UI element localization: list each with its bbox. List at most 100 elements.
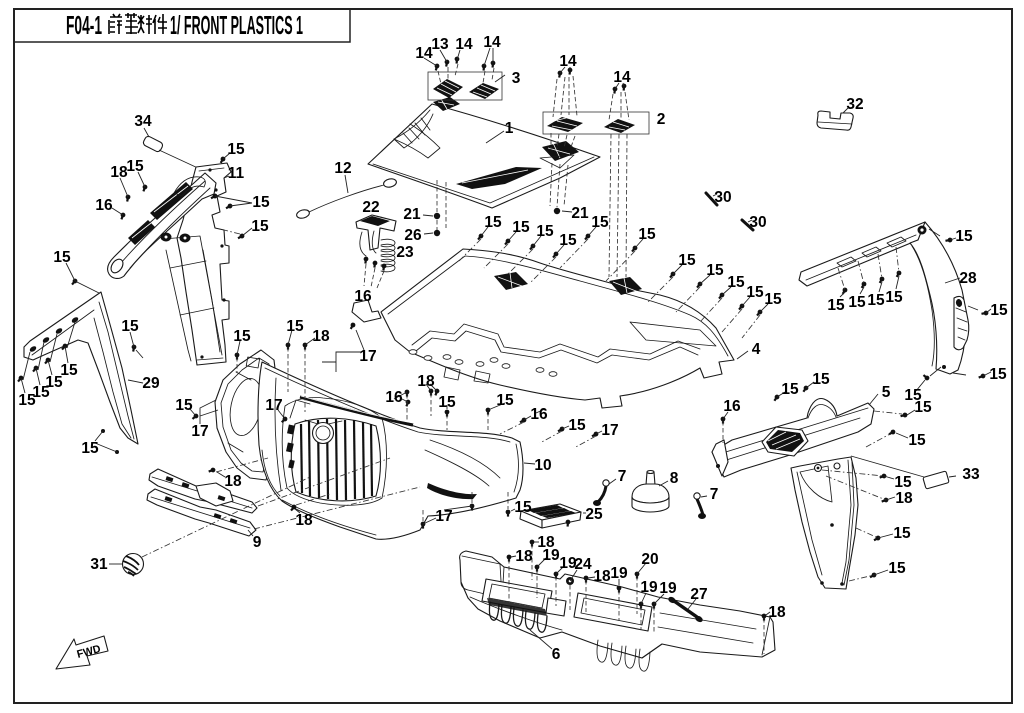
svg-text:14: 14	[415, 45, 433, 62]
svg-text:1/ FRONT PLASTICS 1: 1/ FRONT PLASTICS 1	[170, 10, 303, 40]
svg-text:19: 19	[659, 580, 677, 597]
svg-text:15: 15	[559, 232, 577, 249]
svg-text:15: 15	[60, 362, 78, 379]
svg-text:15: 15	[893, 525, 911, 542]
svg-text:15: 15	[955, 228, 973, 245]
svg-text:15: 15	[914, 399, 932, 416]
svg-text:18: 18	[593, 568, 611, 585]
svg-text:15: 15	[812, 371, 830, 388]
svg-text:14: 14	[483, 34, 501, 51]
svg-text:15: 15	[126, 158, 144, 175]
svg-text:17: 17	[601, 422, 618, 439]
svg-text:15: 15	[848, 294, 866, 311]
svg-text:19: 19	[640, 579, 658, 596]
svg-text:7: 7	[618, 468, 627, 485]
svg-text:15: 15	[904, 387, 922, 404]
svg-text:15: 15	[227, 141, 245, 158]
svg-text:14: 14	[559, 53, 577, 70]
svg-text:19: 19	[610, 565, 628, 582]
svg-text:3: 3	[512, 70, 521, 87]
svg-text:17: 17	[435, 508, 452, 525]
svg-text:28: 28	[959, 270, 977, 287]
svg-text:21: 21	[571, 205, 589, 222]
svg-text:8: 8	[670, 470, 679, 487]
svg-text:16: 16	[354, 288, 372, 305]
svg-text:18: 18	[515, 548, 533, 565]
svg-text:18: 18	[537, 534, 555, 551]
svg-text:34: 34	[134, 113, 152, 130]
svg-text:16: 16	[530, 406, 548, 423]
svg-text:11: 11	[228, 165, 245, 182]
svg-text:15: 15	[484, 214, 502, 231]
svg-text:15: 15	[888, 560, 906, 577]
svg-text:25: 25	[585, 506, 603, 523]
svg-text:15: 15	[536, 223, 554, 240]
svg-text:14: 14	[613, 69, 631, 86]
svg-text:15: 15	[252, 194, 270, 211]
svg-text:15: 15	[746, 284, 764, 301]
svg-text:15: 15	[438, 394, 456, 411]
svg-text:15: 15	[233, 328, 251, 345]
svg-text:15: 15	[894, 474, 912, 491]
svg-text:1: 1	[505, 120, 514, 137]
svg-text:15: 15	[867, 292, 885, 309]
svg-text:17: 17	[359, 348, 376, 365]
svg-text:15: 15	[885, 289, 903, 306]
svg-text:30: 30	[749, 214, 766, 231]
svg-text:4: 4	[752, 341, 761, 358]
svg-text:15: 15	[45, 374, 63, 391]
svg-text:15: 15	[781, 381, 799, 398]
svg-text:15: 15	[286, 318, 304, 335]
svg-text:24: 24	[574, 556, 592, 573]
svg-text:17: 17	[265, 397, 282, 414]
svg-text:15: 15	[175, 397, 193, 414]
svg-text:15: 15	[990, 302, 1008, 319]
svg-text:18: 18	[312, 328, 330, 345]
svg-text:15: 15	[121, 318, 139, 335]
svg-text:15: 15	[32, 384, 50, 401]
svg-text:15: 15	[81, 440, 99, 457]
svg-text:17: 17	[191, 423, 208, 440]
svg-text:13: 13	[431, 36, 449, 53]
svg-text:15: 15	[989, 366, 1007, 383]
svg-text:15: 15	[568, 417, 586, 434]
svg-text:15: 15	[514, 499, 532, 516]
svg-text:2: 2	[657, 111, 666, 128]
svg-text:6: 6	[552, 646, 561, 663]
svg-text:20: 20	[641, 551, 658, 568]
svg-text:18: 18	[110, 164, 128, 181]
svg-text:21: 21	[403, 206, 421, 223]
svg-text:19: 19	[559, 555, 577, 572]
svg-text:15: 15	[591, 214, 609, 231]
svg-text:14: 14	[455, 36, 473, 53]
svg-text:10: 10	[534, 457, 551, 474]
svg-text:16: 16	[385, 389, 403, 406]
svg-text:32: 32	[846, 96, 863, 113]
svg-text:30: 30	[714, 189, 731, 206]
svg-text:15: 15	[53, 249, 71, 266]
svg-text:18: 18	[224, 473, 242, 490]
svg-text:18: 18	[895, 490, 913, 507]
svg-text:26: 26	[404, 227, 422, 244]
svg-text:15: 15	[18, 392, 36, 409]
svg-text:15: 15	[678, 252, 696, 269]
svg-text:23: 23	[396, 244, 414, 261]
svg-text:7: 7	[710, 486, 719, 503]
svg-text:27: 27	[690, 586, 707, 603]
svg-text:16: 16	[723, 398, 741, 415]
svg-text:5: 5	[882, 384, 891, 401]
svg-text:29: 29	[142, 375, 160, 392]
svg-text:33: 33	[962, 466, 980, 483]
svg-text:9: 9	[253, 534, 262, 551]
svg-text:19: 19	[542, 547, 560, 564]
svg-text:12: 12	[334, 160, 351, 177]
svg-text:F04-1: F04-1	[66, 10, 102, 40]
svg-text:15: 15	[496, 392, 514, 409]
svg-text:22: 22	[362, 199, 379, 216]
svg-text:15: 15	[706, 262, 724, 279]
svg-text:18: 18	[417, 373, 435, 390]
svg-text:15: 15	[908, 432, 926, 449]
svg-text:15: 15	[764, 291, 782, 308]
svg-text:18: 18	[768, 604, 786, 621]
svg-text:15: 15	[638, 226, 656, 243]
